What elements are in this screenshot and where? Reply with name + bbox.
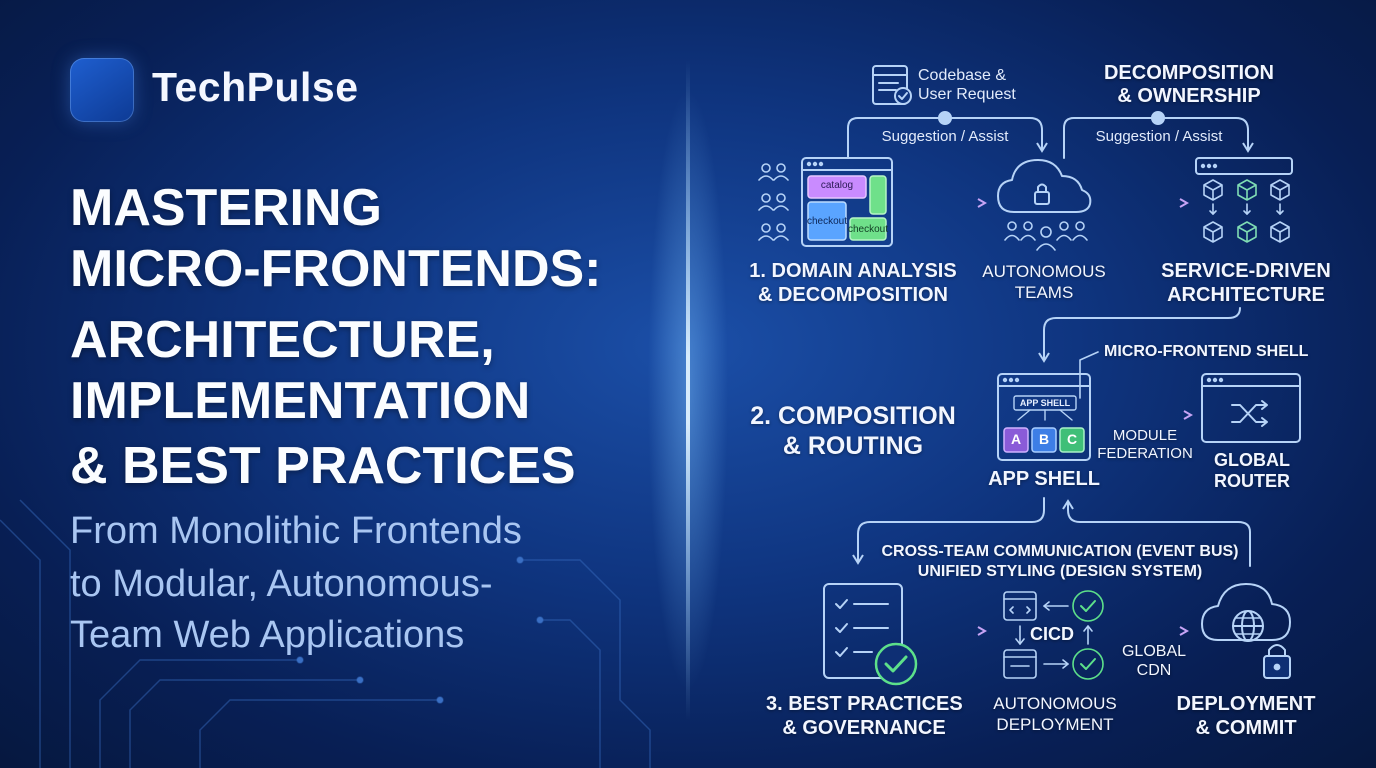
suggestion-label-1: Suggestion / Assist — [881, 128, 1009, 145]
checkout-block-label-1: checkout — [806, 216, 848, 227]
decomposition-title-line-2: & OWNERSHIP — [1117, 85, 1261, 107]
app-shell-label: APP SHELL — [988, 468, 1100, 490]
global-router-line-1: GLOBAL — [1214, 450, 1290, 470]
subtitle-line-1: From Monolithic Frontends — [70, 510, 522, 552]
communication-label: CROSS-TEAM COMMUNICATION (EVENT BUS) UNI… — [870, 542, 1250, 582]
logo-tile — [70, 58, 134, 122]
flow-arrows — [900, 203, 1190, 631]
service-window-icon — [1195, 157, 1293, 175]
module-federation-label: MODULE FEDERATION — [1090, 427, 1200, 463]
step-3-line-2: & GOVERNANCE — [782, 717, 946, 739]
people-group-icon — [758, 163, 789, 241]
checklist-icon — [823, 583, 918, 686]
headline-line-3: ARCHITECTURE, — [70, 311, 495, 369]
teams-line-1: AUTONOMOUS — [982, 262, 1106, 281]
step-1-line-2: & DECOMPOSITION — [757, 284, 948, 306]
module-tiles — [1003, 427, 1085, 453]
decomposition-title-line-1: DECOMPOSITION — [1103, 62, 1274, 84]
circuit-traces — [0, 499, 651, 768]
decomposition-title: DECOMPOSITION & OWNERSHIP — [1100, 62, 1278, 108]
app-shell-inner-label: APP SHELL — [1019, 398, 1071, 408]
step-2-label: 2. COMPOSITION & ROUTING — [748, 401, 958, 461]
teams-line-2: TEAMS — [1014, 283, 1074, 302]
global-cdn-label: GLOBAL CDN — [1116, 642, 1192, 680]
subtitle-line-3: Team Web Applications — [70, 614, 465, 656]
teams-label: AUTONOMOUS TEAMS — [978, 261, 1110, 303]
light-beam — [648, 60, 728, 720]
team-icon — [1004, 221, 1088, 251]
autonomous-deployment-label: AUTONOMOUS DEPLOYMENT — [984, 693, 1126, 735]
suggestion-label-2: Suggestion / Assist — [1095, 128, 1223, 145]
step-1-line-1: 1. DOMAIN ANALYSIS — [749, 260, 957, 282]
app-shell-window-icon — [997, 351, 1099, 461]
step-1-label: 1. DOMAIN ANALYSIS & DECOMPOSITION — [746, 259, 960, 307]
module-a-label: A — [1010, 431, 1022, 447]
global-router-label: GLOBAL ROUTER — [1200, 450, 1304, 492]
module-b-label: B — [1038, 431, 1050, 447]
global-cdn-line-1: GLOBAL — [1121, 643, 1187, 660]
global-cdn-line-2: CDN — [1136, 662, 1172, 679]
cloud-icon — [997, 159, 1092, 213]
communication-line-2: UNIFIED STYLING (DESIGN SYSTEM) — [917, 563, 1203, 580]
step-2-line-1: 2. COMPOSITION — [750, 402, 956, 430]
module-c-label: C — [1066, 431, 1078, 447]
headline-line-4: IMPLEMENTATION — [70, 372, 531, 430]
cicd-icon — [1003, 590, 1104, 680]
communication-line-1: CROSS-TEAM COMMUNICATION (EVENT BUS) — [881, 543, 1239, 560]
headline-line-5: & BEST PRACTICES — [70, 437, 576, 495]
module-federation-line-1: MODULE — [1112, 427, 1178, 444]
deployment-commit-label: DEPLOYMENT & COMMIT — [1168, 692, 1324, 740]
codebase-label-line-1: Codebase & — [918, 67, 1007, 84]
router-window-icon — [1201, 373, 1301, 443]
deployment-commit-line-1: DEPLOYMENT — [1176, 693, 1316, 715]
codebase-label: Codebase & User Request — [918, 66, 1016, 104]
service-line-2: ARCHITECTURE — [1167, 284, 1325, 306]
cube-icons — [1203, 179, 1290, 243]
monolith-window-icon — [801, 157, 893, 247]
step-2-line-2: & ROUTING — [782, 432, 924, 460]
catalog-block-label: catalog — [820, 180, 854, 191]
cloud-globe-icon — [1201, 583, 1291, 679]
brand-name: TechPulse — [152, 64, 359, 110]
service-line-1: SERVICE-DRIVEN — [1161, 260, 1331, 282]
headline-line-2: MICRO-FRONTENDS: — [70, 240, 602, 298]
subtitle-line-2: to Modular, Autonomous- — [70, 563, 493, 605]
monolith-blocks — [807, 175, 887, 241]
step-3-line-1: 3. BEST PRACTICES — [766, 693, 963, 715]
autonomous-deployment-line-2: DEPLOYMENT — [996, 715, 1114, 734]
deployment-commit-line-2: & COMMIT — [1195, 717, 1297, 739]
step-3-label: 3. BEST PRACTICES & GOVERNANCE — [766, 692, 963, 740]
checkout-block-label-2: checkout — [848, 224, 889, 235]
cicd-label: CICD — [1030, 624, 1074, 644]
mfe-shell-label: MICRO-FRONTEND SHELL — [1104, 343, 1309, 360]
autonomous-deployment-line-1: AUTONOMOUS — [993, 694, 1117, 713]
headline-line-1: MASTERING — [70, 179, 382, 237]
global-router-line-2: ROUTER — [1214, 471, 1290, 491]
service-label: SERVICE-DRIVEN ARCHITECTURE — [1156, 259, 1336, 307]
document-icon — [872, 65, 912, 105]
codebase-label-line-2: User Request — [918, 86, 1016, 103]
module-federation-line-2: FEDERATION — [1097, 445, 1193, 462]
